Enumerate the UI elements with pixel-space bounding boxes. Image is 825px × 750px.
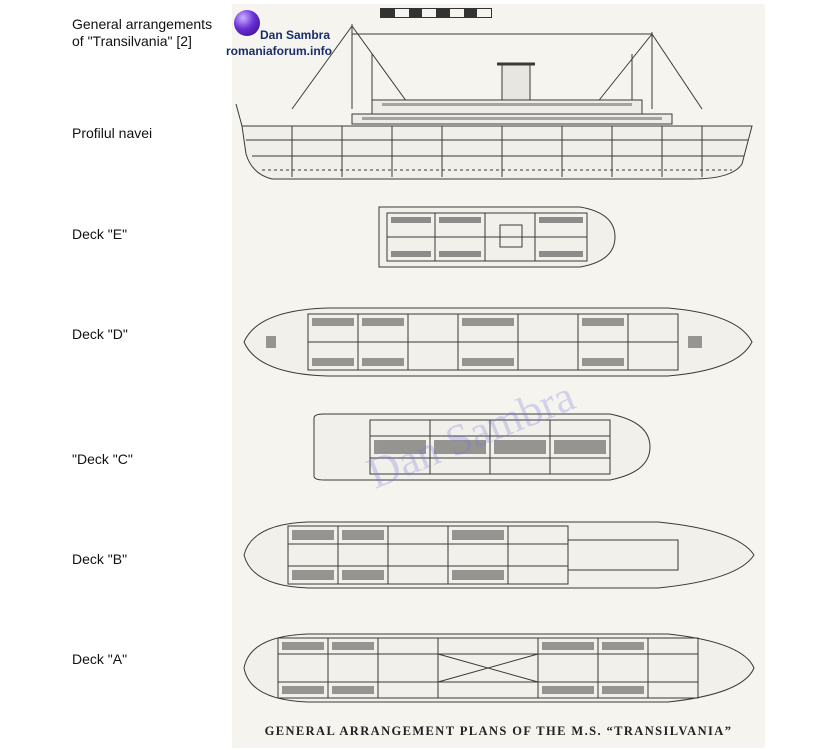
logo-site: romaniaforum.info (226, 44, 333, 58)
plan-caption: GENERAL ARRANGEMENT PLANS OF THE M.S. “T… (264, 724, 733, 738)
label-deck-d: Deck "D" (72, 326, 128, 342)
globe-icon (234, 10, 260, 36)
label-deck-b: Deck "B" (72, 551, 128, 567)
label-profile: Profilul navei (72, 125, 153, 141)
deck-b-plan (243, 521, 755, 589)
ship-profile-drawing (235, 24, 753, 180)
label-deck-e: Deck "E" (72, 226, 128, 242)
deck-e-plan (378, 206, 616, 268)
figure-title: General arrangements of "Transilvania" [… (72, 16, 213, 49)
label-deck-a: Deck "A" (72, 651, 128, 667)
deck-a-plan (243, 633, 755, 703)
watermark-logo: Dan Sambra romaniaforum.info (226, 10, 354, 62)
scale-bar (380, 8, 492, 18)
logo-name: Dan Sambra (260, 28, 331, 42)
deck-c-plan (313, 413, 651, 481)
label-deck-c: "Deck "C" (72, 451, 133, 467)
deck-d-plan (243, 307, 753, 377)
